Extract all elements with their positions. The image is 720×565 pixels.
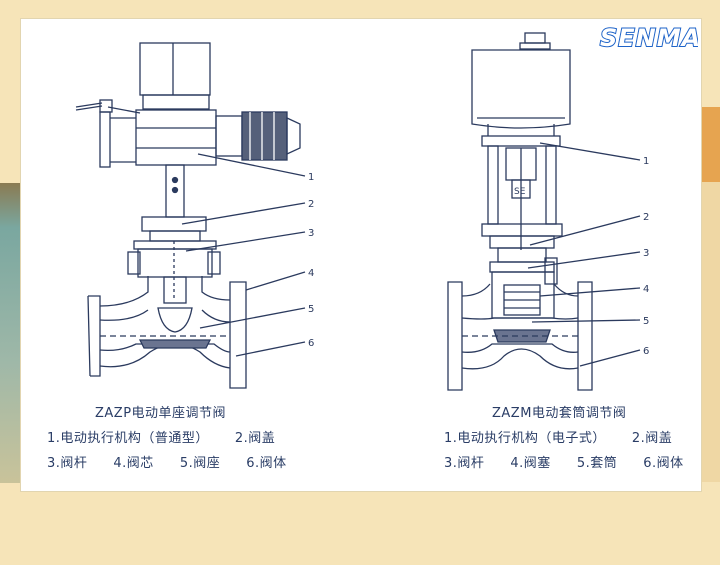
right-edge-accent xyxy=(700,107,720,182)
diagram-panel xyxy=(20,18,702,492)
right-legend-item: 5.套筒 xyxy=(576,456,618,471)
right-callout-5: 5 xyxy=(643,316,649,327)
right-callout-2: 2 xyxy=(643,212,649,223)
right-callout-3: 3 xyxy=(643,248,649,259)
svg-text:SENMA: SENMA xyxy=(600,24,698,52)
left-legend-item: 4.阀芯 xyxy=(113,456,154,471)
left-legend-item: 5.阀座 xyxy=(179,456,221,471)
senma-logo: SENMA xyxy=(599,23,698,52)
right-callout-4: 4 xyxy=(643,284,649,295)
right-valve-title: ZAZM电动套筒调节阀 xyxy=(492,406,627,421)
right-legend-item: 6.阀体 xyxy=(643,456,684,471)
svg-text:SE: SE xyxy=(514,187,526,197)
left-callout-1: 1 xyxy=(308,172,314,183)
left-legend-row-2: 3.阀杆 4.阀芯 5.阀座 6.阀体 xyxy=(47,452,287,471)
left-legend-item: 3.阀杆 xyxy=(47,456,88,471)
left-callout-3: 3 xyxy=(308,228,314,239)
right-valve-drawing: SE xyxy=(447,32,641,391)
left-legend-item: 6.阀体 xyxy=(246,456,287,471)
right-caption: ZAZM电动套筒调节阀 1.电动执行机构（电子式） 2.阀盖 3.阀杆 4.阀塞… xyxy=(444,402,684,471)
left-bonnet xyxy=(141,216,207,232)
right-callout-1: 1 xyxy=(643,156,649,167)
right-legend-item: 1.电动执行机构（电子式） xyxy=(444,431,606,446)
right-bonnet xyxy=(489,235,555,249)
left-legend-item: 1.电动执行机构（普通型） xyxy=(47,431,209,446)
right-legend-row-2: 3.阀杆 4.阀塞 5.套筒 6.阀体 xyxy=(444,452,684,471)
left-legend-row-1: 1.电动执行机构（普通型） 2.阀盖 xyxy=(47,427,287,446)
left-callout-4: 4 xyxy=(308,268,314,279)
left-legend-item: 2.阀盖 xyxy=(234,431,276,446)
left-callout-6: 6 xyxy=(308,338,314,349)
left-caption: ZAZP电动单座调节阀 1.电动执行机构（普通型） 2.阀盖 3.阀杆 4.阀芯… xyxy=(47,402,287,471)
right-edge-decoration xyxy=(700,182,720,482)
right-legend-item: 3.阀杆 xyxy=(444,456,485,471)
left-callout-2: 2 xyxy=(308,199,314,210)
left-edge-decoration xyxy=(0,183,20,483)
right-legend-row-1: 1.电动执行机构（电子式） 2.阀盖 xyxy=(444,427,684,446)
left-actuator-box xyxy=(139,42,211,96)
left-actuator-body xyxy=(135,109,217,166)
left-valve-title: ZAZP电动单座调节阀 xyxy=(95,406,227,421)
right-legend-item: 4.阀塞 xyxy=(510,456,551,471)
right-actuator-box xyxy=(471,49,571,129)
left-valve-drawing xyxy=(75,42,306,389)
right-legend-item: 2.阀盖 xyxy=(631,431,673,446)
right-callout-6: 6 xyxy=(643,346,649,357)
left-valve-plug xyxy=(157,307,193,333)
left-callout-5: 5 xyxy=(308,304,314,315)
